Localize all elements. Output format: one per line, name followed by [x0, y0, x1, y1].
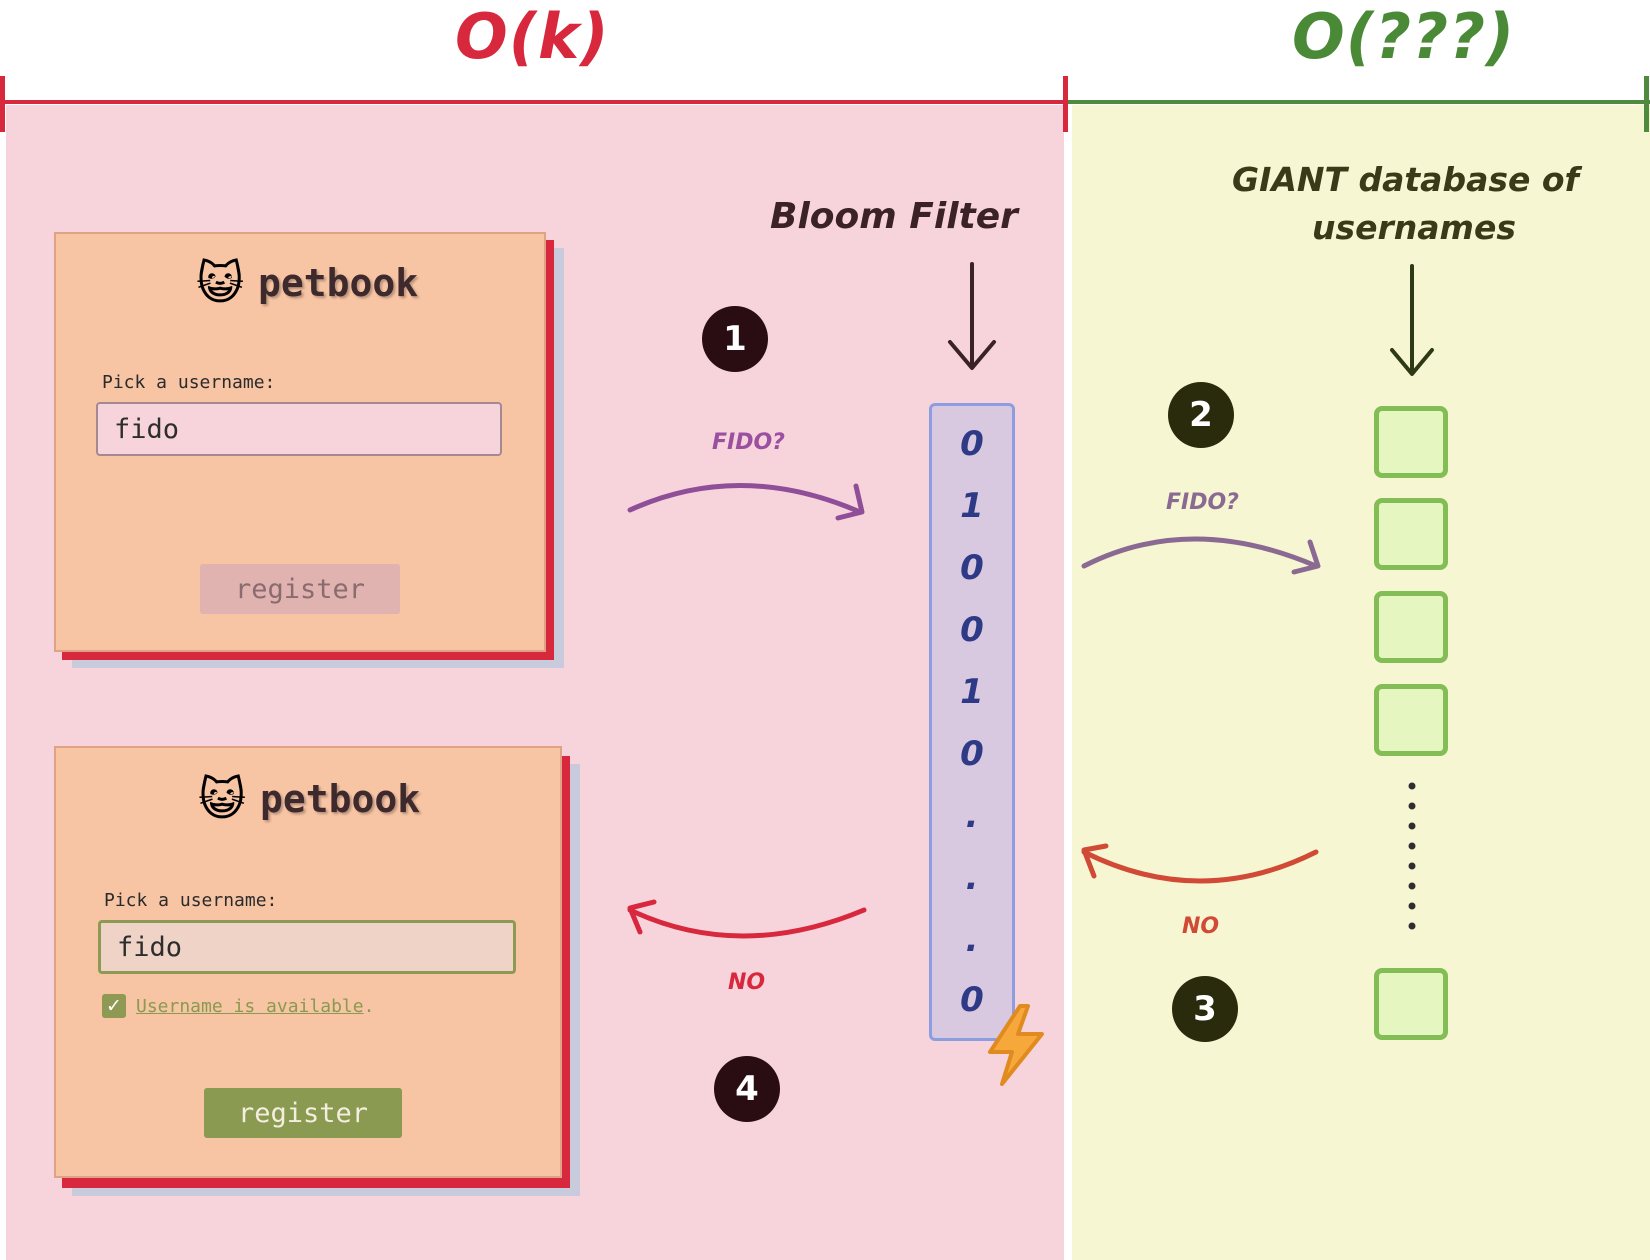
cat-icon: 😺 [196, 256, 244, 310]
bit-1: 1 [960, 486, 984, 526]
database-reply-label: NO [1182, 914, 1220, 939]
availability-status: ✓ Username is available. [102, 994, 374, 1018]
left-bracket-end-tick [1063, 76, 1068, 132]
bit-3: 0 [960, 610, 984, 650]
checkbox-check-icon: ✓ [102, 994, 126, 1018]
bloom-reply-label: NO [728, 970, 766, 995]
bit-0: 0 [960, 424, 984, 464]
bit-2: 0 [960, 548, 984, 588]
availability-text: Username is available [136, 995, 364, 1017]
left-bracket-start-tick [0, 76, 5, 132]
step-1-badge: 1 [702, 306, 768, 372]
step-4-badge: 4 [714, 1056, 780, 1122]
bloom-query-label: FIDO? [712, 430, 785, 455]
cat-icon: 😺 [198, 772, 246, 826]
bloom-filter-title: Bloom Filter [770, 196, 1018, 237]
database-query-label: FIDO? [1166, 490, 1239, 515]
availability-suffix: . [363, 995, 375, 1017]
brand: 😺 petbook [198, 776, 420, 822]
database-record [1374, 591, 1448, 663]
left-bracket [0, 100, 1068, 104]
petbook-card-bottom: 😺 petbook Pick a username: fido ✓ Userna… [54, 746, 562, 1178]
right-bracket-end-tick [1644, 76, 1649, 132]
bit-dot-1: . [965, 796, 979, 836]
petbook-card-top: 😺 petbook Pick a username: fido register [54, 232, 546, 652]
username-input[interactable]: fido [98, 920, 516, 974]
database-ellipsis [1408, 782, 1416, 930]
username-label: Pick a username: [102, 372, 276, 393]
right-complexity-title: O(???) [1292, 0, 1516, 73]
bit-4: 1 [960, 672, 984, 712]
register-button-disabled[interactable]: register [200, 564, 400, 614]
bit-5: 0 [960, 734, 984, 774]
query-arrow-bloom [627, 483, 865, 521]
brand-name: petbook [257, 261, 419, 305]
bit-dot-2: . [965, 858, 979, 898]
database-title: GIANT database of usernames [1232, 156, 1612, 252]
database-zone [1072, 105, 1650, 1260]
database-title-line1: GIANT database of [1232, 160, 1579, 199]
down-arrow-database [1390, 264, 1434, 376]
register-button[interactable]: register [204, 1088, 402, 1138]
bloom-filter-bits: 0 1 0 0 1 0 . . . 0 [929, 403, 1015, 1041]
bit-last: 0 [960, 980, 984, 1020]
query-arrow-database [1081, 536, 1321, 575]
database-record [1374, 968, 1448, 1040]
lightning-icon [988, 1004, 1044, 1086]
database-record [1374, 406, 1448, 478]
reply-arrow-database [1081, 843, 1319, 884]
brand: 😺 petbook [196, 260, 418, 306]
brand-name: petbook [259, 777, 421, 821]
step-3-badge: 3 [1172, 976, 1238, 1042]
right-bracket [1068, 100, 1650, 104]
database-title-line2: usernames [1312, 208, 1516, 247]
reply-arrow-bloom [627, 899, 867, 939]
step-2-badge: 2 [1168, 382, 1234, 448]
database-record [1374, 684, 1448, 756]
username-input[interactable]: fido [96, 402, 502, 456]
username-label: Pick a username: [104, 890, 278, 911]
down-arrow-bloom [948, 262, 996, 370]
database-record [1374, 498, 1448, 570]
left-complexity-title: O(k) [455, 0, 610, 73]
bit-dot-3: . [965, 920, 979, 960]
